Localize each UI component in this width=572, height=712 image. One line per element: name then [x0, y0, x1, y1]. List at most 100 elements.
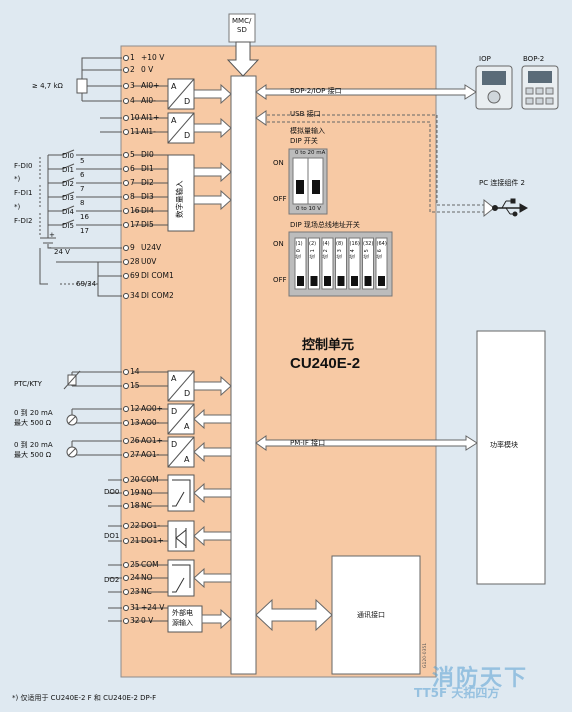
address-switch-knob [297, 276, 304, 286]
internal-bus [230, 75, 257, 675]
terminal-signal: DI5 [141, 220, 154, 229]
terminal-number: 11 [130, 127, 140, 136]
terminal-signal: AI0- [141, 96, 156, 105]
address-switch[interactable] [335, 237, 347, 290]
terminal-number: 6 [130, 164, 135, 173]
terminal-number: 3 [130, 81, 135, 90]
minus-sign: - [49, 244, 52, 252]
terminal-signal: U0V [141, 257, 157, 266]
ao0-range: 0 到 20 mA [14, 409, 53, 417]
terminal-32-pin [123, 618, 129, 624]
converter-label: A [184, 422, 190, 431]
mmc-label-line2: SD [237, 26, 247, 34]
di5-label: DI5 [62, 222, 74, 230]
address-switch[interactable] [362, 237, 374, 290]
address-bit-label: 位 3 [336, 249, 343, 259]
terminal-signal: AO0+ [141, 404, 163, 413]
converter-label: A [171, 82, 177, 91]
dn7: 7 [80, 185, 85, 193]
address-switch[interactable] [348, 237, 361, 290]
converter-label: D [171, 407, 178, 416]
watermark-sub: TT5F 天拓四方 [414, 686, 500, 700]
terminal-2-pin [123, 67, 129, 73]
digital-input-block [167, 154, 195, 232]
converter-label: A [184, 455, 190, 464]
on-label: ON [273, 159, 284, 167]
do2-label: DO2 [104, 576, 120, 584]
terminal-22-pin [123, 523, 129, 529]
address-bit-value: (8) [336, 241, 344, 247]
dn17: 17 [80, 227, 89, 235]
terminal-19-pin [123, 490, 129, 496]
ext-supply-arrow [201, 608, 232, 630]
plus-sign: + [49, 231, 55, 239]
di3-label: DI3 [62, 194, 74, 202]
terminal-signal: 0 V [141, 65, 154, 74]
di1-label: DI1 [62, 166, 74, 174]
terminal-number: 5 [130, 150, 135, 159]
star1: *) [14, 175, 21, 183]
ao1-max: 最大 500 Ω [14, 451, 52, 459]
resistor-label: ≥ 4,7 kΩ [32, 82, 63, 90]
terminal-signal: DI COM2 [141, 291, 174, 300]
bop2-label: BOP-2 [523, 55, 545, 63]
terminal-24-pin [123, 575, 129, 581]
terminal-number: 25 [130, 560, 140, 569]
converter-label: A [171, 374, 177, 383]
terminal-signal: AO1+ [141, 436, 163, 445]
off-label: OFF [273, 195, 287, 203]
do1-arrow [193, 525, 232, 547]
address-switch[interactable] [308, 237, 320, 290]
terminal-number: 18 [130, 501, 140, 510]
control-unit-model: CU240E-2 [290, 355, 361, 372]
terminal-signal: U24V [141, 243, 162, 252]
address-bit-label: 位 5 [363, 249, 370, 259]
terminal-number: 7 [130, 178, 135, 187]
v24-label: 24 V [54, 248, 70, 256]
ao0-arrow [193, 408, 232, 430]
usb-interface-label: USB 接口 [290, 110, 321, 118]
terminal-number: 27 [130, 450, 140, 459]
analog-title: 模拟量输入 [290, 127, 325, 135]
terminal-26-pin [123, 438, 129, 444]
terminal-signal: COM [141, 475, 159, 484]
terminal-signal: AI1- [141, 127, 156, 136]
terminal-number: 28 [130, 257, 140, 266]
terminal-signal: NO [141, 488, 153, 497]
ptc-label: PTC/KTY [14, 380, 42, 388]
pc-connection-label: PC 连接组件 2 [479, 179, 526, 187]
terminal-number: 19 [130, 488, 140, 497]
address-switch[interactable] [294, 237, 307, 290]
terminal-signal: 0 V [141, 616, 154, 625]
terminal-number: 69 [130, 271, 140, 280]
terminal-signal: +24 V [141, 603, 165, 612]
dn16: 16 [80, 213, 89, 221]
address-switch[interactable] [375, 237, 388, 290]
transistor-do1 [167, 520, 195, 552]
terminal-signal: DI4 [141, 206, 154, 215]
terminal-18-pin [123, 503, 129, 509]
addr-title: DIP 现场总线地址开关 [290, 221, 360, 229]
address-switch[interactable] [321, 237, 334, 290]
address-bit-value: (16) [349, 241, 360, 247]
address-bit-label: 位 1 [309, 249, 316, 259]
addr-on: ON [273, 240, 284, 248]
digital-input-label: 数字量输入 [175, 180, 184, 219]
terminal-number: 9 [130, 243, 135, 252]
terminal-number: 16 [130, 206, 140, 215]
di2-label: DI2 [62, 180, 74, 188]
mmc-label-line1: MMC/ [232, 17, 252, 25]
terminal-14-pin [123, 369, 129, 375]
dn5: 5 [80, 157, 85, 165]
converter-label: D [184, 97, 191, 106]
terminal-number: 31 [130, 603, 140, 612]
terminal-20-pin [123, 477, 129, 483]
v-range: 0 to 10 V [296, 206, 322, 212]
terminal-number: 24 [130, 573, 140, 582]
terminal-signal: NO [141, 573, 153, 582]
terminal-23-pin [123, 589, 129, 595]
terminal-signal: DI0 [141, 150, 154, 159]
terminal-signal: AO1- [141, 450, 160, 459]
terminal-signal: DO1- [141, 521, 161, 530]
do0-arrow [193, 482, 232, 504]
